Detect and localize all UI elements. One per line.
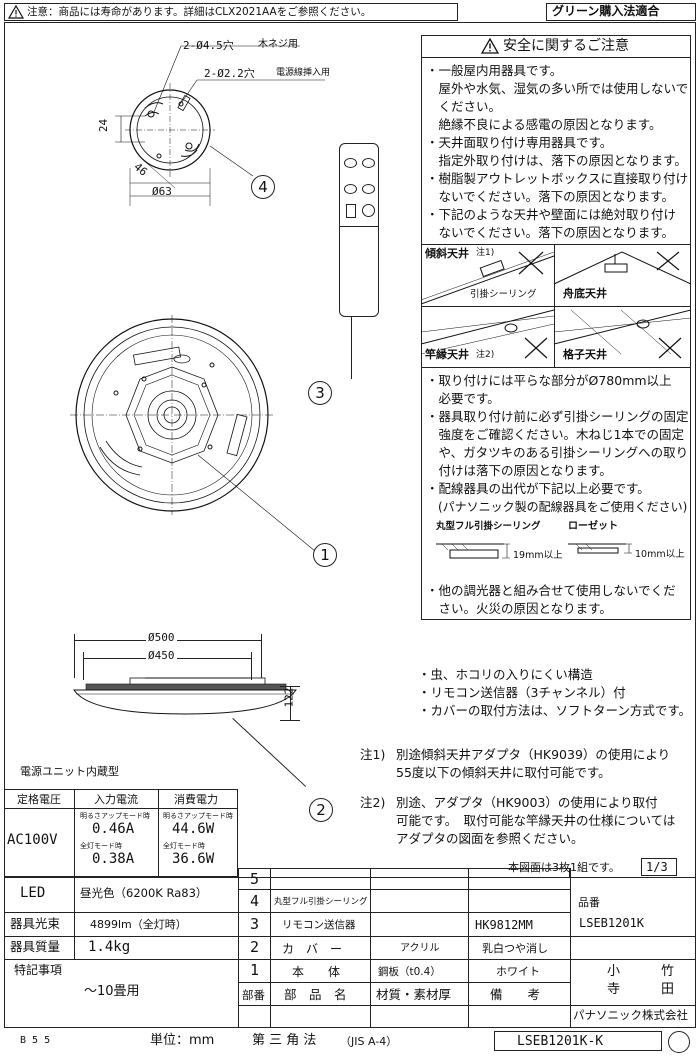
remote-button-bright	[344, 184, 357, 194]
callout-4: 4	[251, 175, 275, 199]
callout-3: 3	[308, 381, 332, 405]
warning-icon	[481, 38, 499, 54]
footer-code: B 5 5	[20, 1035, 51, 1046]
drawing-number: LSEB1201K-K	[517, 1034, 604, 1049]
bottom-table	[4, 877, 696, 1028]
callout-1: 1	[313, 543, 337, 567]
label-grid-ceiling: 格子天井	[563, 348, 607, 361]
side-view	[73, 677, 297, 715]
footer-projection: 第 三 角 法	[252, 1033, 317, 1048]
ceiling-light-plan	[70, 315, 316, 552]
green-purchase-text: グリーン購入法適合	[552, 4, 660, 18]
green-purchase-badge	[546, 3, 696, 21]
label-slope-ceiling: 傾斜天井	[425, 247, 469, 260]
sheet-number: 1/3	[646, 860, 668, 874]
ceiling-illustrations	[421, 251, 691, 359]
spec-table	[4, 789, 238, 877]
hole-note-1: 木ネジ用	[258, 39, 298, 50]
warning-icon	[8, 5, 24, 19]
wiring-label-rosette: ローゼット	[568, 521, 618, 532]
caution-text: 注意：商品には寿命があります。詳細はCLX2021AAをご参照ください。	[27, 6, 372, 18]
ceiling-adapter-drawing	[115, 45, 325, 206]
remote-button-night	[362, 158, 375, 168]
dimension-500: Ø500	[146, 631, 177, 644]
label-boat-ceiling: 舟底天井	[563, 287, 607, 300]
drawing-number-box	[494, 1031, 662, 1051]
hole-note-2: 電源線挿入用	[276, 68, 331, 78]
remote-control	[339, 143, 379, 317]
wiring-label-ceiling: 丸型フル引掛シーリング	[436, 521, 541, 532]
remote-slot	[346, 204, 356, 218]
dimension-24: 24	[97, 118, 111, 133]
hole-label-2: 2-Ø2.2穴	[204, 67, 255, 80]
stamp-circle	[668, 1031, 690, 1053]
remote-button-all	[344, 158, 357, 168]
dimension-122: 122	[282, 687, 296, 708]
product-number: LSEB1201K	[579, 916, 645, 930]
sheet-count-label: 本図面は3枚1組です。	[508, 861, 620, 874]
caution-banner	[4, 3, 458, 21]
label-beam-ceiling: 竿縁天井	[425, 348, 469, 361]
dimension-63: Ø63	[152, 185, 172, 198]
label-hook-ceiling: 引掛シーリング	[470, 289, 537, 300]
footer-unit: 単位：mm	[150, 1033, 215, 1048]
wiring-dim-10: 10mm以上	[635, 549, 685, 560]
wiring-dim-19: 19mm以上	[513, 550, 563, 561]
callout-2: 2	[309, 798, 333, 822]
remote-button-off	[362, 184, 375, 194]
safety-title: 安全に関するご注意	[503, 38, 629, 54]
wiring-illustrations	[436, 543, 632, 559]
product-label: 品番	[578, 896, 600, 909]
dimension-450: Ø450	[146, 649, 177, 662]
sheet-number-box	[641, 858, 677, 876]
company-name: パナソニック株式会社	[573, 1008, 688, 1022]
hole-label-1: 2-Ø4.5穴	[183, 39, 234, 52]
footer-jis: （JIS A-4）	[340, 1035, 398, 1048]
power-unit-label: 電源ユニット内蔵型	[20, 765, 119, 778]
remote-button-away	[362, 204, 375, 217]
